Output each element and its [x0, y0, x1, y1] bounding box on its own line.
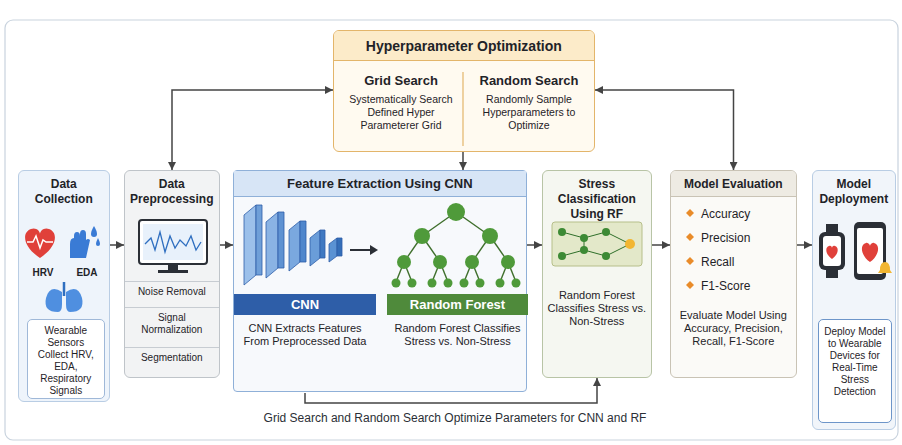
node-heading: Grid Search	[341, 73, 461, 89]
flow-connector	[595, 90, 734, 170]
node-heading: Random Forest	[387, 294, 528, 315]
node-heading: Feature Extraction Using CNN	[234, 171, 526, 197]
column-divider	[462, 72, 463, 146]
node-heading: Model Evaluation	[671, 171, 796, 197]
flow-connector	[652, 244, 670, 246]
deploy-note: Deploy Model to Wearable Devices for Rea…	[818, 319, 892, 423]
node-text: HRV	[23, 267, 63, 279]
flow-arrow	[350, 245, 378, 255]
node-heading: Wearable Sensors Collect HRV, EDA, Respi…	[28, 325, 104, 397]
caption: Grid Search and Random Search Optimize P…	[150, 411, 760, 426]
flow-connector	[110, 244, 124, 246]
node-text: Signal Normalization	[125, 307, 219, 340]
flow-connector	[527, 244, 542, 246]
node-text: Random Forest Classifies Stress vs. Non-…	[387, 322, 528, 348]
node-heading: CNN	[234, 294, 376, 315]
stage-box: Model DeploymentDeploy Model to Wearable…	[812, 170, 896, 430]
model-column: Random ForestRandom Forest Classifies St…	[387, 294, 528, 393]
node-heading: Stress Classification Using RF	[543, 177, 651, 222]
node-text: Systematically Search Defined Hyper Para…	[341, 93, 461, 132]
feature-panel: Feature Extraction Using CNN CNN CNN Extra…	[233, 170, 527, 392]
node-text: Precision	[701, 231, 793, 245]
node-heading: Model Deployment	[813, 177, 895, 207]
node-text: Randomly Sample Hyperparameters to Optim…	[468, 93, 590, 132]
flow-connector	[172, 90, 333, 170]
node-text: Evaluate Model Using Accuracy, Precision…	[671, 309, 796, 348]
phone-icon	[854, 222, 892, 280]
stage-box: Data CollectionHRV EDA Wearable Sensors Co…	[18, 170, 110, 402]
flow-connector	[220, 244, 233, 246]
stage-box: Data PreprocessingNoise RemovalSignal No…	[124, 170, 220, 378]
hand-drops-icon	[70, 226, 100, 258]
flow-connector	[462, 152, 464, 170]
node-heading: Random Search	[468, 73, 590, 89]
cnn-layers-figure	[244, 205, 342, 285]
monitor-icon	[139, 220, 207, 273]
outer-frame	[5, 20, 898, 440]
node-heading: Deploy Model to Wearable Devices for Rea…	[819, 326, 891, 398]
stage-box: Model EvaluationAccuracyPrecisionRecallF…	[670, 170, 797, 378]
node-text: F1-Score	[701, 279, 793, 293]
stage-box: Stress Classification Using RF Random For…	[542, 170, 652, 378]
node-heading: Data Preprocessing	[125, 177, 219, 207]
smartwatch-icon	[819, 224, 845, 278]
heart-icon	[25, 228, 55, 258]
node-text: Accuracy	[701, 207, 793, 221]
node-text: CNN Extracts Features From Preprocessed …	[234, 322, 376, 348]
node-text: Recall	[701, 255, 793, 269]
method-column: Grid SearchSystematically Search Defined…	[341, 69, 461, 151]
node-heading: Data Collection	[19, 177, 109, 207]
tree-figure	[392, 203, 521, 288]
node-text: Noise Removal	[125, 281, 219, 302]
model-column: CNN CNN Extracts Features From Preprocess…	[234, 294, 376, 393]
node-text: Segmentation	[125, 347, 219, 368]
lungs-icon	[46, 282, 83, 312]
method-column: Random SearchRandomly Sample Hyperparame…	[468, 69, 590, 151]
sensor-box: Wearable Sensors Collect HRV, EDA, Respi…	[27, 319, 105, 399]
optimization-panel: Hyperparameter OptimizationGrid SearchSy…	[333, 30, 595, 152]
rf-network-figure	[552, 222, 642, 266]
node-text: Random Forest Classifies Stress vs. Non-…	[543, 289, 651, 328]
node-text: EDA	[67, 267, 107, 279]
bullet-markers	[686, 209, 694, 289]
node-heading: Hyperparameter Optimization	[334, 31, 594, 61]
flow-connector	[797, 244, 812, 246]
